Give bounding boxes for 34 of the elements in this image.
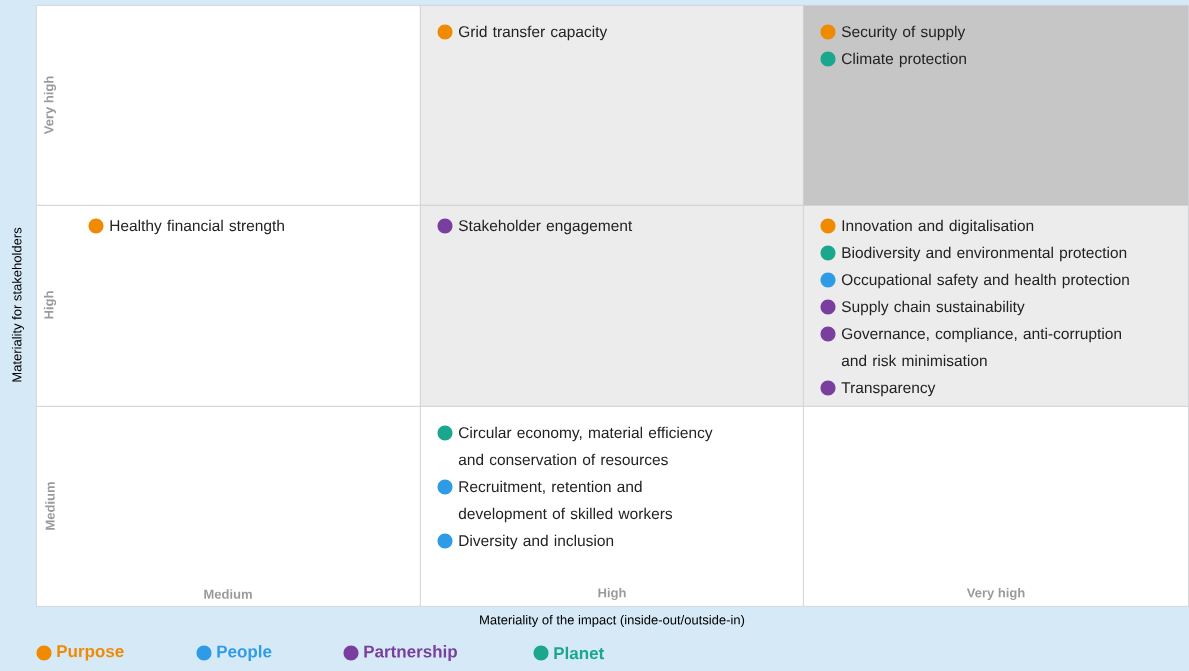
matrix-cell: [420, 406, 804, 607]
list-item: Supply chain sustainability: [820, 299, 1025, 316]
list-item: Occupational safety and health protection: [820, 272, 1129, 289]
matrix-cell: [36, 406, 421, 607]
list-item: Transparency: [820, 380, 936, 397]
tick-label: Very high: [43, 76, 57, 135]
legend-label: Planet: [554, 646, 604, 660]
list-item: Grid transfer capacity: [437, 24, 608, 41]
list-item: Circular economy, material efficiency and conservation of resources: [437, 425, 713, 466]
matrix-cell: [36, 5, 421, 206]
list-item: Recruitment, retention and development of skilled workers: [437, 479, 673, 523]
matrix-cell: [420, 205, 804, 407]
matrix-cell: [420, 5, 804, 206]
matrix-cell: [36, 205, 421, 407]
list-item: Climate protection: [820, 51, 966, 68]
matrix-cell: [803, 406, 1189, 607]
legend-label: Partnership: [364, 645, 457, 661]
legend-label: People: [217, 645, 272, 661]
tick-label: Very high: [966, 587, 1025, 601]
list-item: Biodiversity and environmental protection: [820, 245, 1127, 262]
axis-title: Materiality for stakeholders: [11, 227, 25, 382]
list-item: Healthy financial strength: [88, 218, 284, 235]
tick-label: High: [43, 291, 57, 319]
matrix-cell: [803, 5, 1189, 206]
tick-label: Medium: [45, 482, 55, 530]
list-item: Security of supply: [820, 24, 966, 41]
list-item: Stakeholder engagement: [437, 218, 633, 235]
tick-label: High: [598, 587, 626, 601]
list-item: Diversity and inclusion: [437, 533, 614, 550]
legend-label: Purpose: [57, 645, 124, 661]
list-item: Governance, compliance, anti-corruption and risk minimisation: [820, 326, 1121, 367]
matrix-cell: [803, 205, 1189, 407]
tick-label: Medium: [204, 589, 252, 599]
list-item: Innovation and digitalisation: [820, 218, 1034, 235]
